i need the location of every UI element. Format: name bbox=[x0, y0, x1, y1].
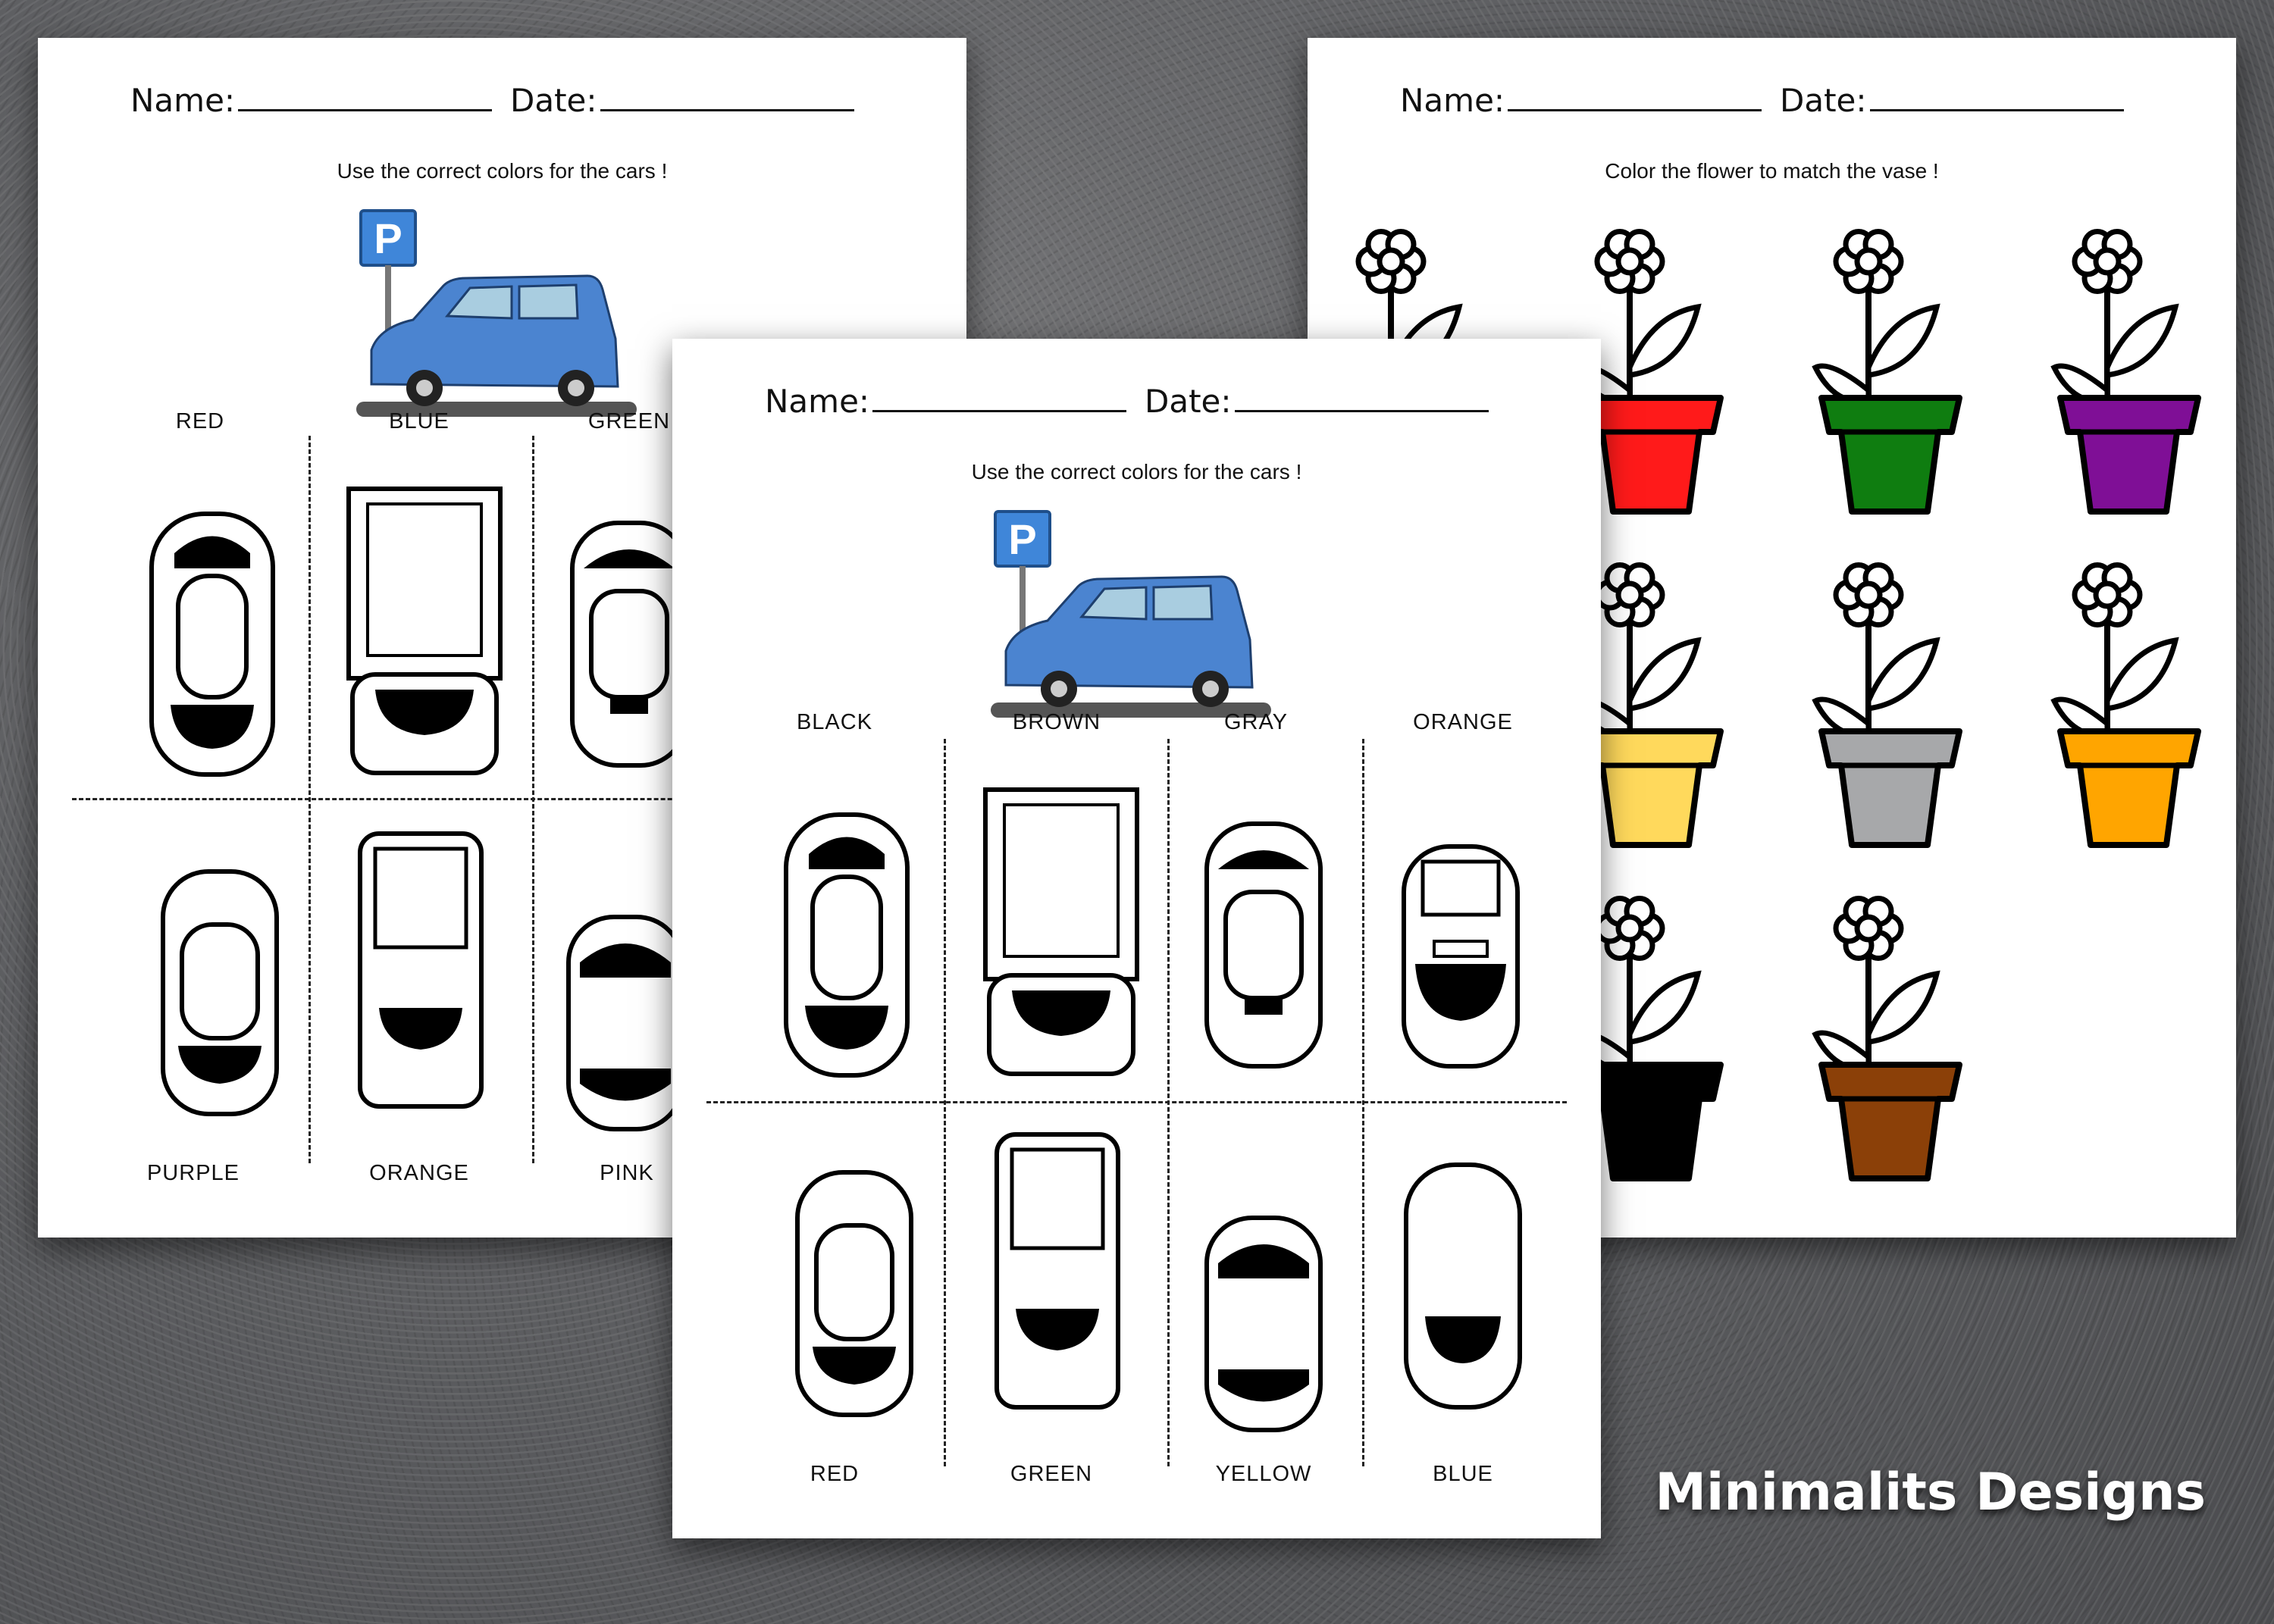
brand-watermark: Minimalits Designs bbox=[1655, 1463, 2206, 1522]
sports-car-outline bbox=[149, 512, 275, 777]
name-label: Name: bbox=[765, 383, 870, 420]
car-color-label: GRAY bbox=[1223, 710, 1289, 734]
pickup-truck-outline bbox=[994, 1132, 1120, 1410]
name-label: Name: bbox=[1400, 82, 1505, 119]
date-line bbox=[600, 108, 854, 111]
parking-pole bbox=[1020, 566, 1026, 680]
car-color-label: ORANGE bbox=[369, 1161, 469, 1185]
date-line bbox=[1869, 108, 2124, 111]
car-color-label: BROWN bbox=[1012, 710, 1101, 734]
parking-sign-letter: P bbox=[1008, 515, 1036, 563]
parking-scene: P bbox=[356, 209, 637, 417]
car-color-label: BLUE bbox=[1433, 1462, 1493, 1486]
flower-vase-icon bbox=[2050, 562, 2201, 848]
car-color-label: RED bbox=[810, 1462, 860, 1486]
car-color-label: PURPLE bbox=[146, 1161, 240, 1185]
instruction-text: Use the correct colors for the cars ! bbox=[337, 159, 668, 183]
name-line bbox=[872, 408, 1127, 412]
date-label: Date: bbox=[510, 82, 597, 119]
flower-vase-icon bbox=[1812, 228, 1962, 515]
flower-vase-icon bbox=[2050, 228, 2201, 515]
car-color-label: BLUE bbox=[389, 409, 449, 433]
parking-scene: P bbox=[991, 510, 1271, 718]
flower-vase-icon bbox=[1573, 228, 1724, 515]
sports-car-outline bbox=[795, 1170, 913, 1417]
coupe-outline bbox=[566, 915, 684, 1131]
car-color-label: BLACK bbox=[796, 710, 873, 734]
compact-car-outline bbox=[1204, 821, 1323, 1069]
dashed-divider bbox=[72, 798, 966, 800]
name-field[interactable]: Name: bbox=[1400, 82, 1762, 119]
flower-vase-icon bbox=[1812, 562, 1962, 848]
date-field[interactable]: Date: bbox=[510, 82, 854, 119]
parking-sign-letter: P bbox=[374, 214, 402, 262]
date-line bbox=[1234, 408, 1489, 412]
car-window bbox=[444, 283, 579, 320]
car-color-label: RED bbox=[175, 409, 225, 433]
date-field[interactable]: Date: bbox=[1780, 82, 2124, 119]
name-label: Name: bbox=[130, 82, 236, 119]
pickup-truck-outline bbox=[358, 831, 484, 1109]
name-line bbox=[1508, 108, 1762, 111]
car-color-label: GREEN bbox=[1010, 1462, 1093, 1486]
parking-pole bbox=[385, 265, 391, 379]
date-label: Date: bbox=[1780, 82, 1867, 119]
date-label: Date: bbox=[1145, 383, 1232, 420]
car-color-label: ORANGE bbox=[1413, 710, 1513, 734]
sports-car-outline bbox=[784, 812, 910, 1078]
car-color-label: PINK bbox=[600, 1161, 654, 1185]
name-line bbox=[238, 108, 493, 111]
truck-outline bbox=[983, 787, 1139, 1076]
sports-car-outline bbox=[161, 869, 279, 1116]
instruction-text: Use the correct colors for the cars ! bbox=[971, 460, 1302, 483]
name-field[interactable]: Name: bbox=[130, 82, 493, 119]
compact-car-outline bbox=[570, 521, 688, 768]
roadster-outline bbox=[1404, 1162, 1522, 1410]
name-field[interactable]: Name: bbox=[765, 383, 1127, 420]
car-window bbox=[1079, 584, 1214, 621]
truck-outline bbox=[346, 487, 503, 775]
car-color-label: YELLOW bbox=[1215, 1462, 1312, 1486]
coupe-outline bbox=[1204, 1216, 1323, 1432]
worksheet-cars-front: Name: Date: Use the correct colors for t… bbox=[672, 339, 1601, 1538]
date-field[interactable]: Date: bbox=[1145, 383, 1489, 420]
dashed-divider bbox=[706, 1101, 1567, 1103]
flower-vase-icon bbox=[1573, 895, 1724, 1181]
instruction-text: Color the flower to match the vase ! bbox=[1605, 159, 1939, 183]
flower-vase-icon bbox=[1812, 895, 1962, 1181]
flower-vase-icon bbox=[1573, 562, 1724, 848]
car-color-label: GREEN bbox=[587, 409, 671, 433]
convertible-outline bbox=[1402, 844, 1520, 1069]
